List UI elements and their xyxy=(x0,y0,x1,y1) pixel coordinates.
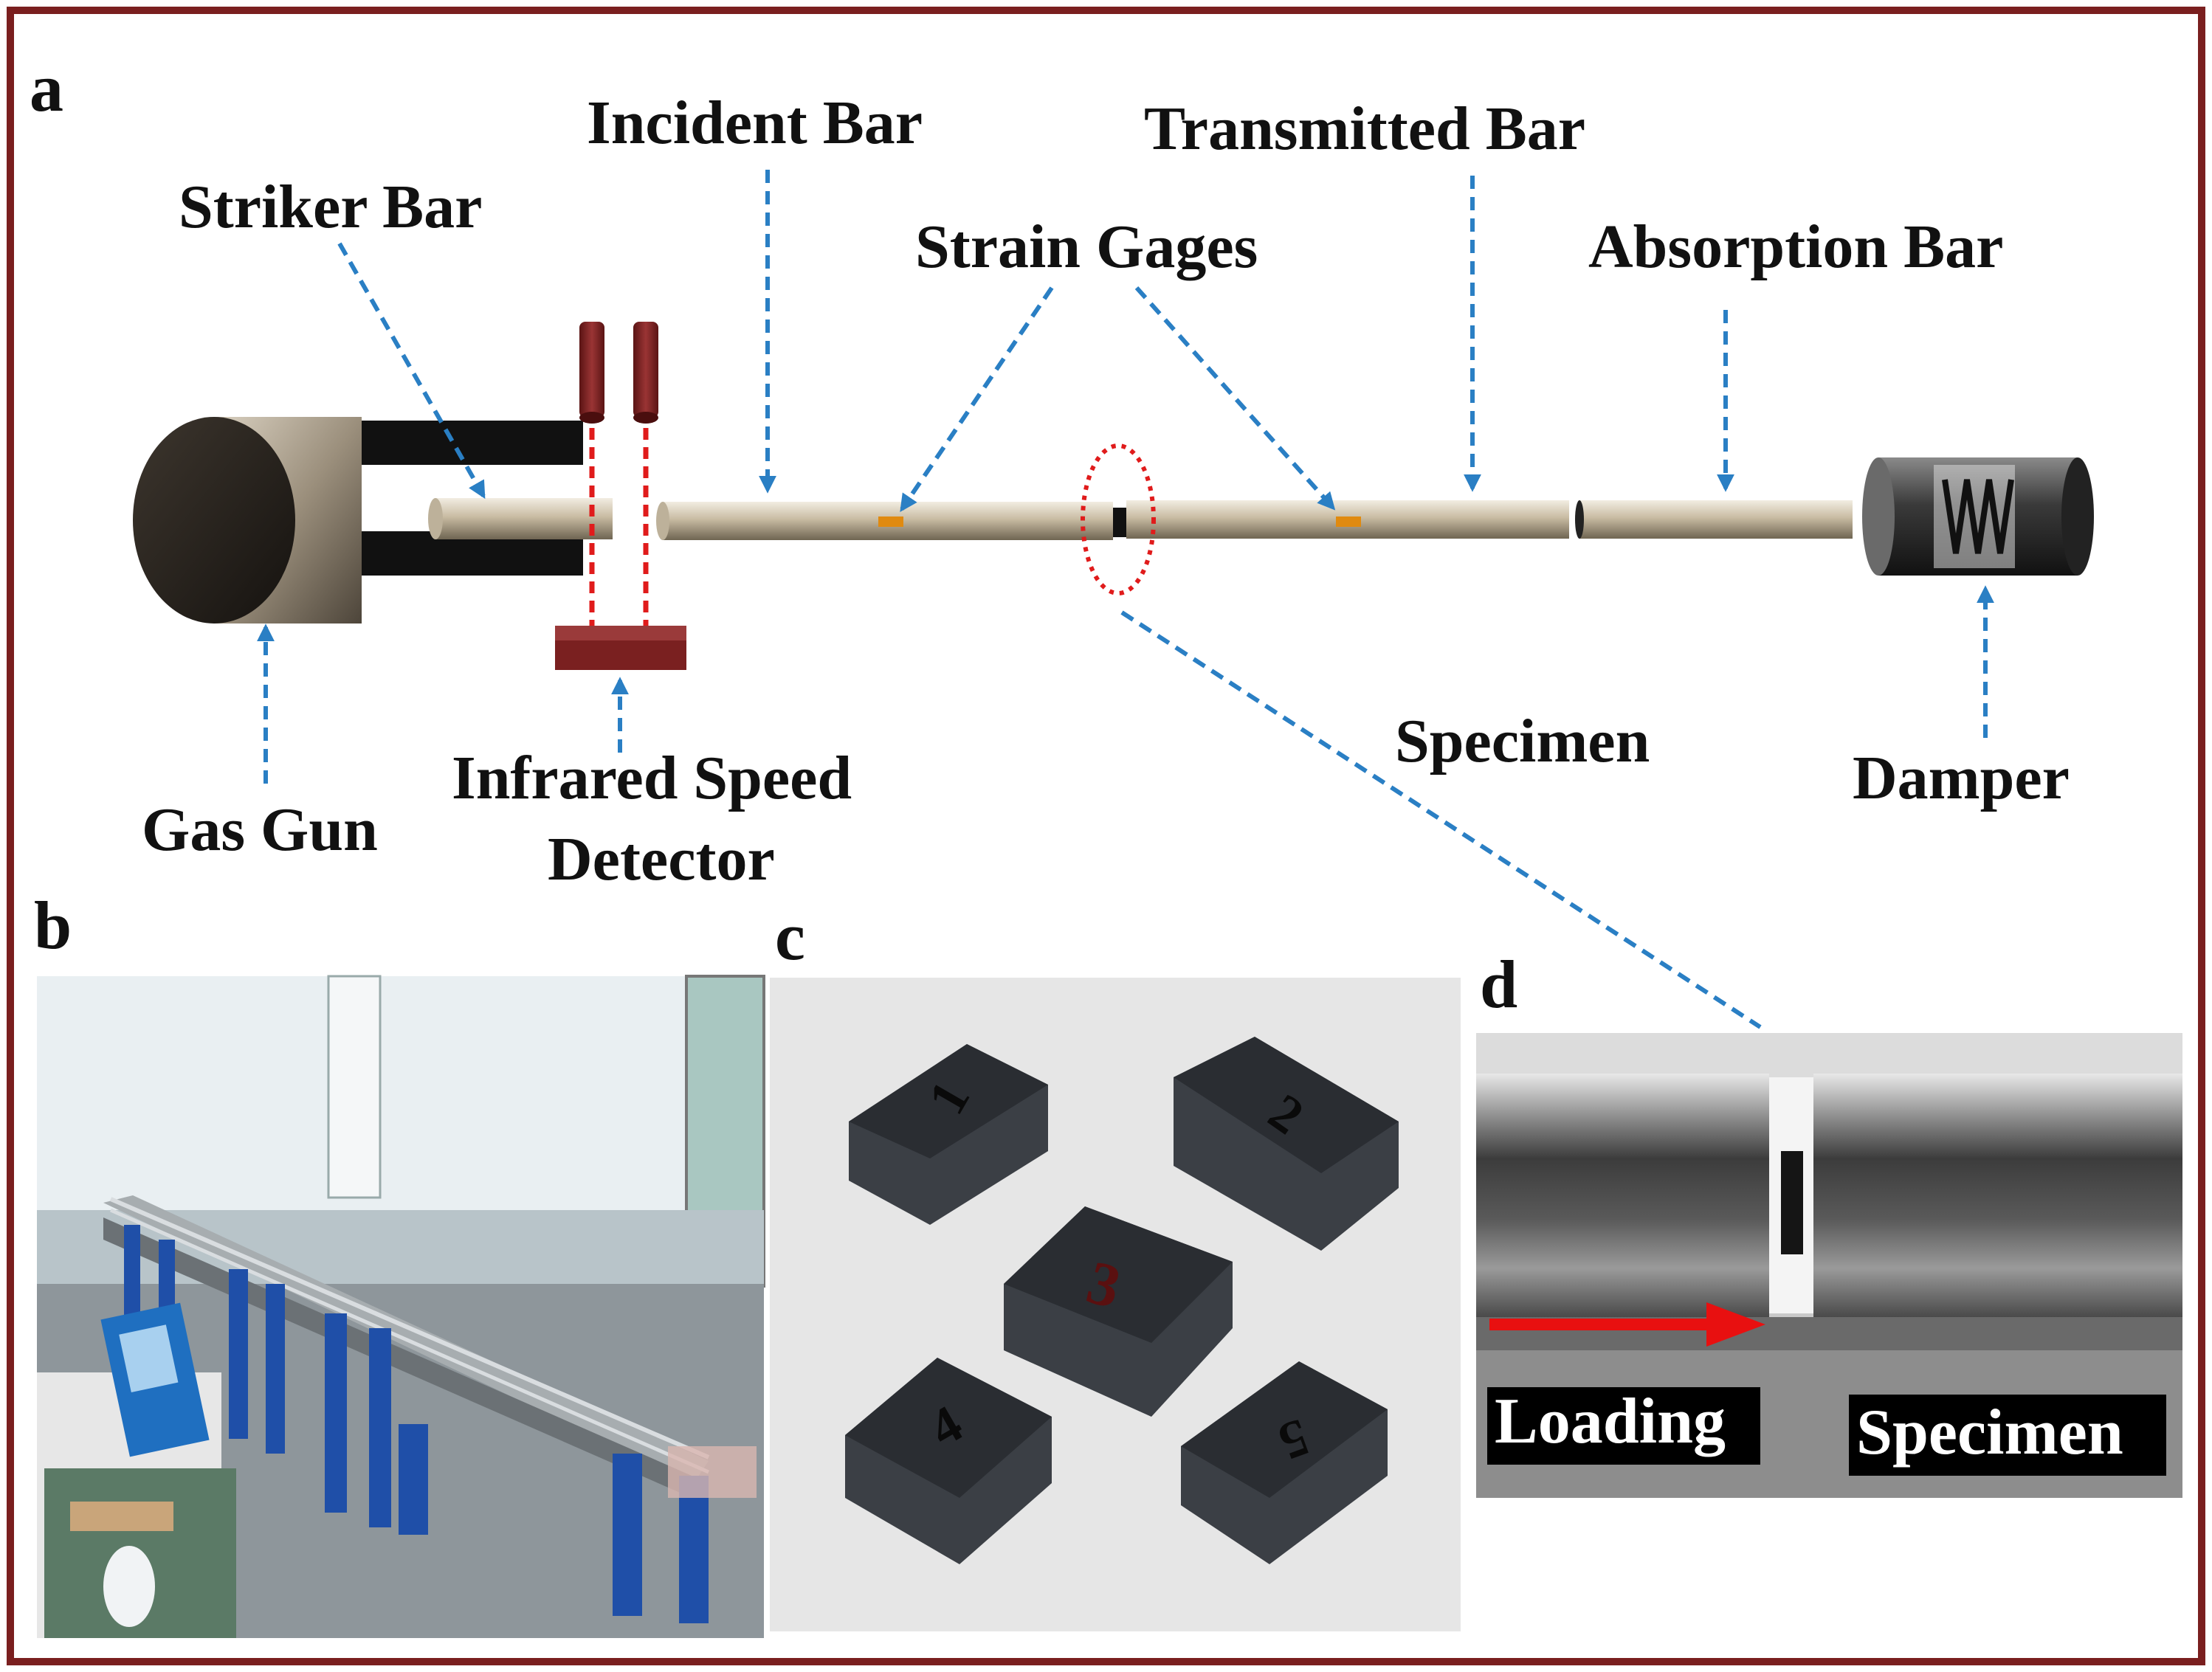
panel-label-b: b xyxy=(34,888,72,963)
label-infrared-speed-2: Detector xyxy=(548,825,775,894)
infrared-speed-detector xyxy=(555,322,686,670)
spring-icon xyxy=(1942,479,2014,554)
specimen-block-3: 3 xyxy=(1004,1206,1233,1417)
specimen-block-5: 5 xyxy=(1181,1361,1388,1564)
label-specimen: Specimen xyxy=(1395,707,1650,775)
photo-d-specimen-closeup: Loading Specimen xyxy=(1476,1033,2182,1498)
loading-arrow-head xyxy=(1706,1302,1765,1347)
label-damper: Damper xyxy=(1853,744,2070,812)
specimen-in-gap xyxy=(1781,1151,1803,1254)
figure-border xyxy=(7,7,2205,1665)
label-transmitted-bar: Transmitted Bar xyxy=(1144,94,1585,163)
label-strain-gages: Strain Gages xyxy=(915,213,1258,281)
specimen-block-2: 2 xyxy=(1174,1037,1399,1251)
specimen-highlight xyxy=(1081,443,1156,595)
damper xyxy=(1862,457,2094,576)
panel-label-a: a xyxy=(30,50,63,125)
transmitted-bar xyxy=(1126,500,1569,539)
strain-gage-transmitted xyxy=(1336,517,1361,527)
photo-b-shpb-apparatus xyxy=(37,975,765,1638)
specimen-block-4: 4 xyxy=(845,1358,1052,1564)
strain-gage-incident xyxy=(878,517,903,527)
incident-bar xyxy=(656,502,1113,540)
label-gas-gun: Gas Gun xyxy=(142,795,378,864)
specimen xyxy=(1113,508,1126,537)
label-incident-bar: Incident Bar xyxy=(587,89,923,157)
photo-c-specimens: 1 2 3 4 5 xyxy=(770,978,1461,1631)
leader-arrows xyxy=(257,170,1994,1029)
specimen-block-1: 1 xyxy=(849,1044,1048,1225)
panel-label-d: d xyxy=(1480,947,1517,1022)
gas-gun xyxy=(133,417,583,623)
label-specimen-photo: Specimen xyxy=(1856,1397,2123,1468)
panel-label-c: c xyxy=(775,899,805,974)
label-absorption-bar: Absorption Bar xyxy=(1588,213,2003,281)
absorption-bar xyxy=(1575,500,1853,539)
label-infrared-speed-1: Infrared Speed xyxy=(452,744,852,812)
label-striker-bar: Striker Bar xyxy=(179,173,482,241)
striker-bar xyxy=(428,498,613,539)
label-loading: Loading xyxy=(1495,1386,1726,1457)
